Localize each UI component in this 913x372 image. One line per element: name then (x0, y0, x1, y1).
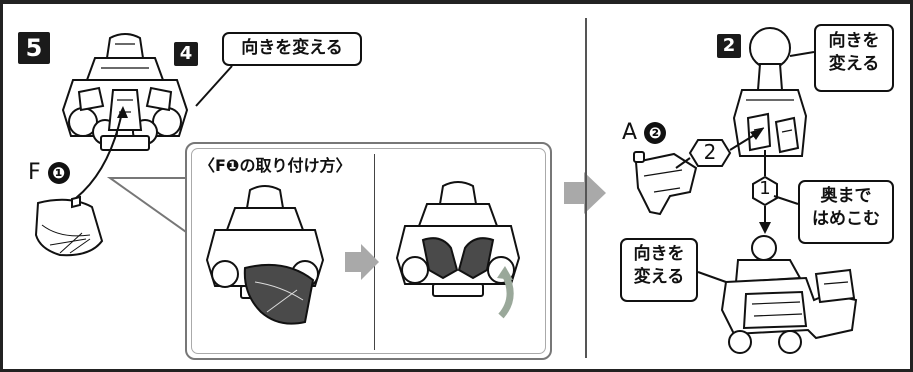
order-mark-1-label: 1 (759, 178, 771, 199)
panel-divider (585, 18, 587, 358)
part-number-circle: ❶ (47, 162, 70, 184)
turn-label-bottom-line-1: 向きを (633, 244, 685, 264)
push-in-label: 奥まで はめこむ (798, 180, 894, 244)
inset-after-figure (395, 181, 521, 319)
push-in-line-1: 奥まで (820, 186, 872, 206)
turn-label-bottom-line-2: 変える (633, 266, 685, 287)
robot-torso-figure (61, 33, 189, 151)
inset-how-to-attach: 〈F❶の取り付け方〉 (185, 142, 552, 360)
sub-step-badge: 4 (174, 42, 198, 66)
order-mark-2-label: 2 (703, 140, 717, 164)
part-label-f1: F ❶ (28, 160, 70, 185)
part-number-circle-a: ❷ (644, 122, 667, 144)
sub-step-badge-right: 2 (717, 34, 741, 58)
inset-before-figure (205, 185, 325, 325)
top-border (0, 0, 913, 4)
part-a2-figure (633, 151, 698, 216)
order-mark-2 (688, 139, 732, 167)
inset-title: 〈F❶の取り付け方〉 (199, 156, 352, 175)
inset-divider (374, 154, 375, 350)
part-label-a2: A ❷ (622, 120, 667, 145)
turn-label-line-2: 変える (828, 53, 880, 74)
part-letter: F (28, 160, 41, 185)
turn-label-left: 向きを変える (222, 32, 362, 66)
order-mark-1 (752, 175, 778, 207)
robot-assembled-figure (720, 235, 858, 354)
turn-label-right-bottom: 向きを 変える (620, 238, 698, 302)
step-number-badge: 5 (18, 32, 50, 64)
part-f1-figure (34, 195, 104, 257)
robot-body-figure (732, 27, 808, 157)
turn-label-right-top: 向きを 変える (814, 24, 894, 92)
turn-label-line-1: 向きを (828, 31, 880, 51)
part-letter-a: A (622, 120, 638, 145)
inset-flow-arrow (345, 244, 379, 280)
push-in-line-2: はめこむ (812, 208, 880, 229)
inset-inner-border (191, 148, 546, 354)
